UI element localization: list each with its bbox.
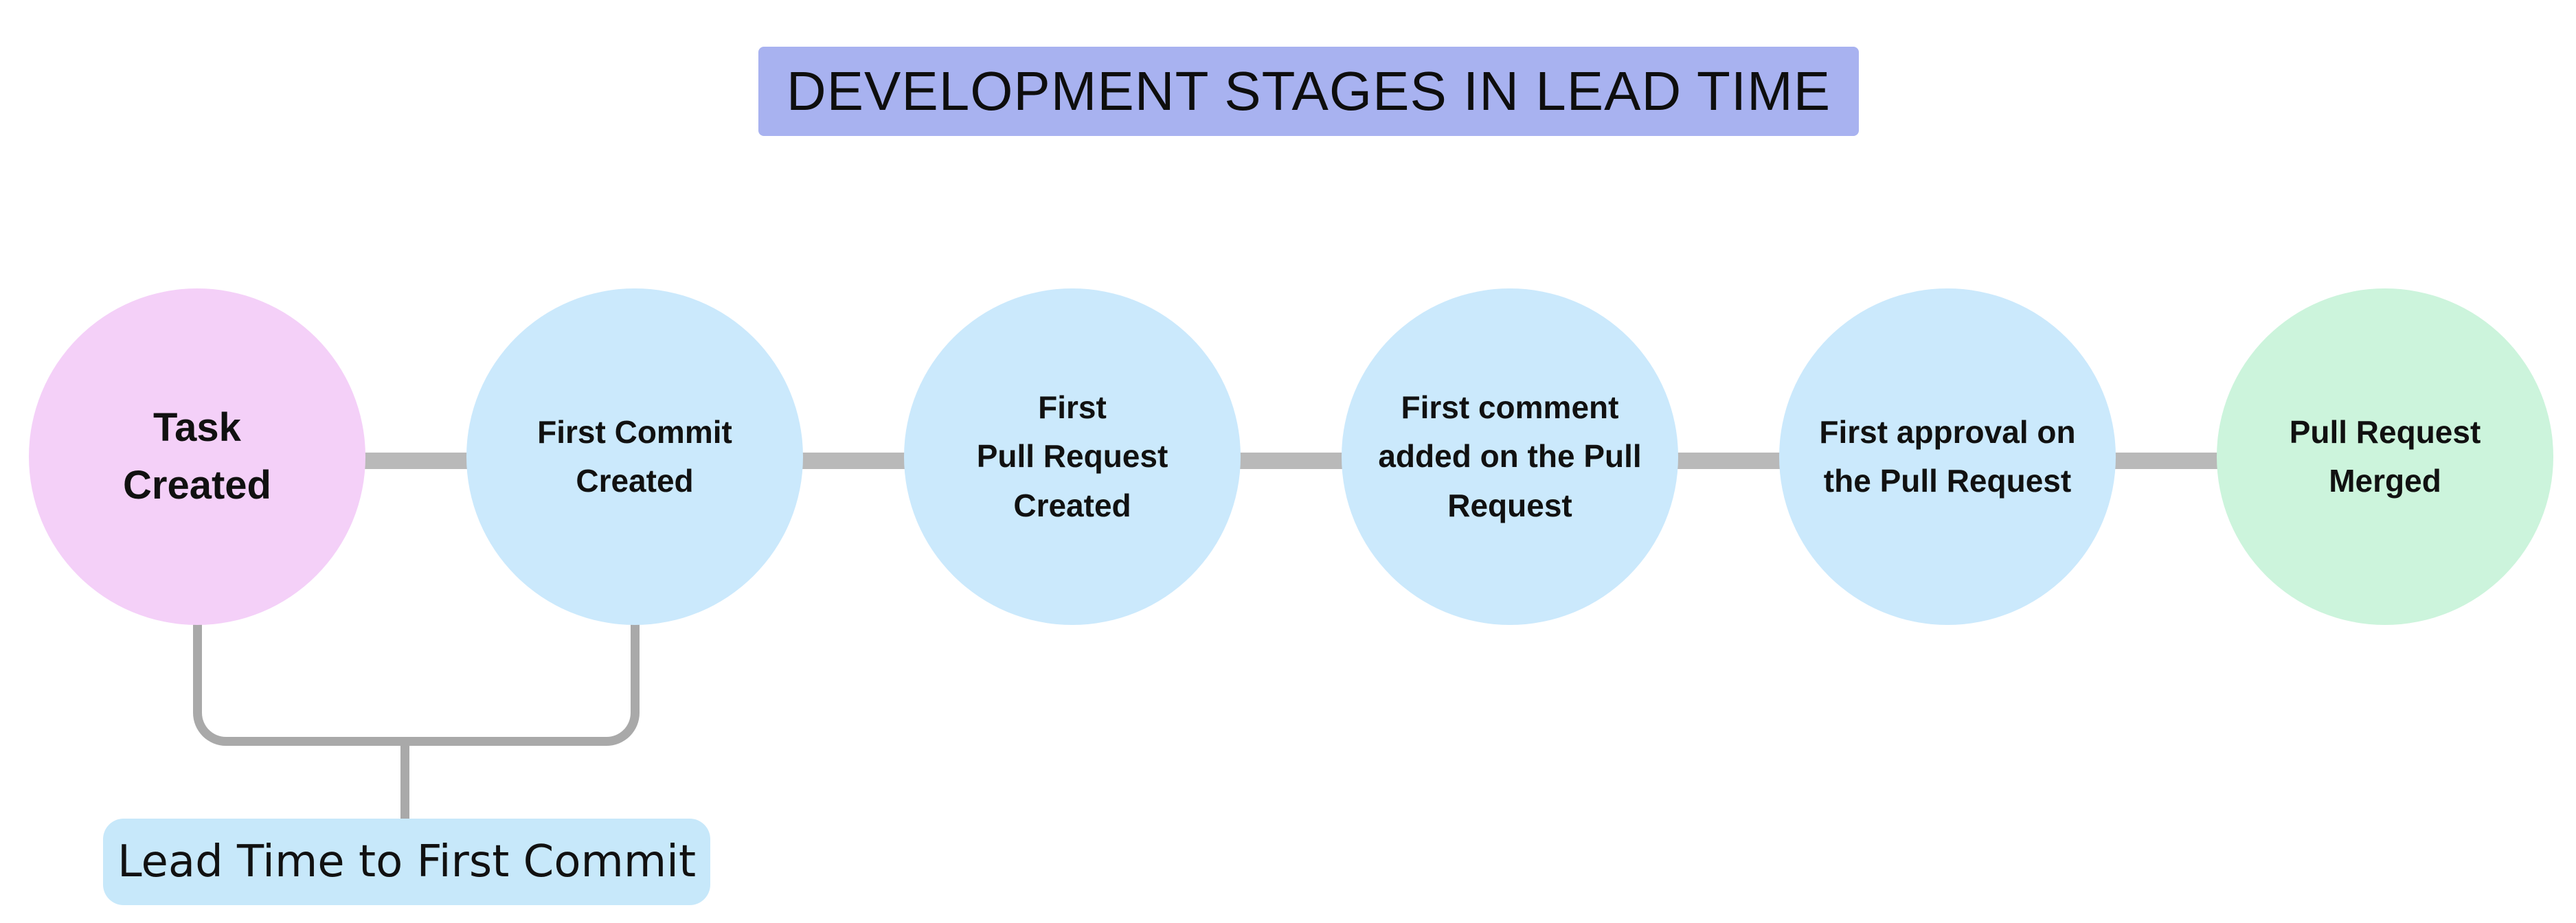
node-label-line: Pull Request: [2289, 413, 2481, 450]
node-label-line: Merged: [2329, 463, 2441, 499]
stage-node-pull-request-merged: Pull Request Merged: [2217, 288, 2553, 625]
node-label-line: Created: [576, 463, 694, 499]
lead-time-bracket-right: [405, 622, 640, 746]
stage-node-first-approval: First approval on the Pull Request: [1779, 288, 2116, 625]
stage-node-first-pr-created: First Pull Request Created: [904, 288, 1241, 625]
node-label-line: First comment: [1401, 389, 1619, 426]
stage-node-first-comment-added: First comment added on the Pull Request: [1342, 288, 1678, 625]
lead-time-bracket-left: [193, 622, 405, 746]
node-label-line: Created: [1013, 487, 1131, 523]
diagram-title: DEVELOPMENT STAGES IN LEAD TIME: [758, 47, 1859, 136]
node-label-line: First approval on: [1819, 413, 2076, 450]
lead-time-annotation: Lead Time to First Commit: [103, 819, 710, 905]
node-label-line: Created: [123, 463, 271, 508]
lead-time-bracket-stem: [400, 744, 409, 819]
node-label-line: First Commit: [537, 413, 732, 450]
node-label-line: Pull Request: [976, 438, 1168, 475]
node-label-line: the Pull Request: [1823, 463, 2072, 499]
node-label-line: Request: [1447, 487, 1572, 523]
stage-node-first-commit-created: First Commit Created: [466, 288, 803, 625]
node-label-line: added on the Pull: [1378, 438, 1642, 475]
node-label-line: First: [1038, 389, 1107, 426]
stage-node-task-created: Task Created: [29, 288, 365, 625]
node-label-line: Task: [153, 404, 241, 450]
